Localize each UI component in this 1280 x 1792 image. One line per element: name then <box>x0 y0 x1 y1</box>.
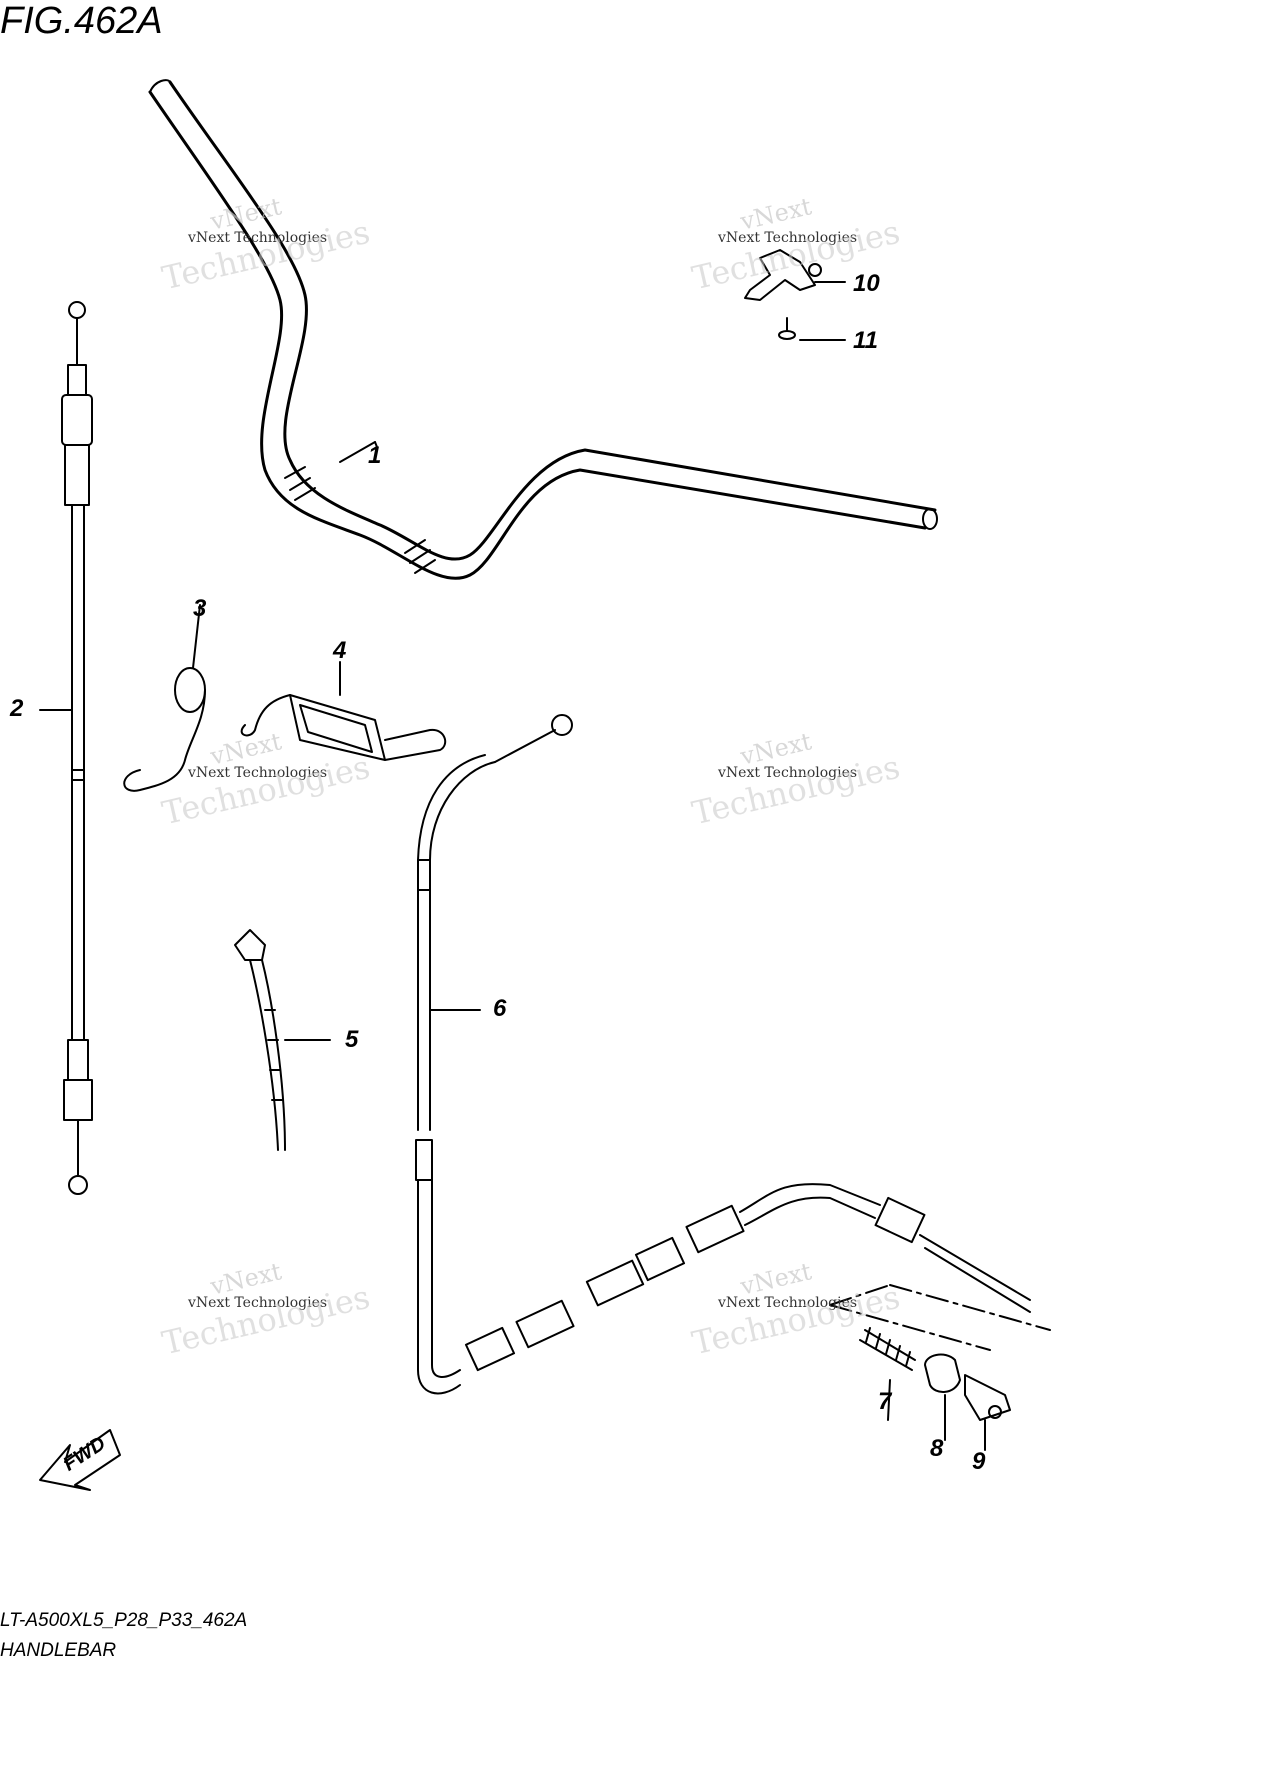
sleeve-part-8 <box>924 1353 961 1441</box>
figure-title: FIG.462A <box>0 0 163 42</box>
bracket-part-10 <box>744 249 846 301</box>
callout-4: 4 <box>333 637 347 664</box>
callout-5: 5 <box>345 1026 359 1053</box>
handlebar-part-1 <box>148 79 938 580</box>
spring-part-7 <box>859 1327 916 1421</box>
callout-6: 6 <box>493 995 507 1022</box>
cable-part-2 <box>39 301 93 1195</box>
end-part-9 <box>964 1374 1011 1451</box>
cable-tie-part-5 <box>234 929 331 1151</box>
callout-3: 3 <box>193 595 207 622</box>
phantom-outline <box>829 1284 1051 1351</box>
diagram-name: HANDLEBAR <box>0 1640 117 1661</box>
cable-part-6 <box>415 714 1031 1395</box>
callout-2: 2 <box>10 695 24 722</box>
clip-part-3 <box>123 604 206 792</box>
diagram-code: LT-A500XL5_P28_P33_462A <box>0 1610 248 1631</box>
callout-11: 11 <box>853 327 878 354</box>
fwd-arrow <box>39 1429 121 1491</box>
callout-10: 10 <box>853 270 880 297</box>
callout-1: 1 <box>368 442 382 469</box>
bolt-part-11 <box>778 317 846 341</box>
callout-9: 9 <box>972 1448 986 1475</box>
callout-7: 7 <box>878 1388 892 1415</box>
bracket-part-4 <box>240 661 447 761</box>
callout-8: 8 <box>930 1435 944 1462</box>
